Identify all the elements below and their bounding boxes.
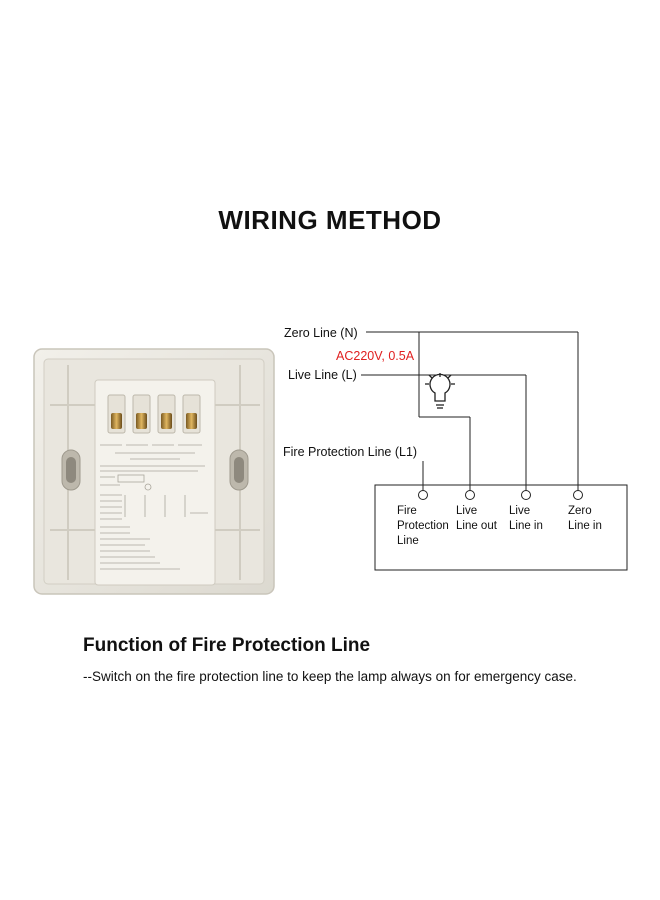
switch-back-photo — [33, 348, 275, 595]
function-description: --Switch on the fire protection line to … — [83, 669, 577, 684]
printed-label — [100, 444, 208, 570]
terminal-live-out — [465, 490, 475, 500]
terminal-label-live-in: Live Line in — [509, 505, 543, 532]
lamp-icon — [425, 373, 455, 409]
page-title: WIRING METHOD — [218, 205, 442, 235]
terminal-label-fire: Fire Protection Line — [397, 505, 452, 547]
wiring-diagram: Zero Line (N) AC220V, 0.5A Live Line (L)… — [283, 326, 628, 571]
live-line-label: Live Line (L) — [288, 368, 357, 382]
voltage-label: AC220V, 0.5A — [336, 349, 415, 363]
terminal-fire — [418, 490, 428, 500]
fire-protection-line-label: Fire Protection Line (L1) — [283, 445, 417, 459]
terminal-label-live-out: Live Line out — [456, 505, 498, 532]
terminal-zero-in — [573, 490, 583, 500]
terminal-live-in — [521, 490, 531, 500]
zero-line-label: Zero Line (N) — [284, 326, 358, 340]
function-heading: Function of Fire Protection Line — [83, 635, 371, 656]
terminal-screws — [107, 394, 201, 434]
terminal-box — [374, 484, 628, 571]
terminal-label-zero-in: Zero Line in — [568, 505, 602, 532]
